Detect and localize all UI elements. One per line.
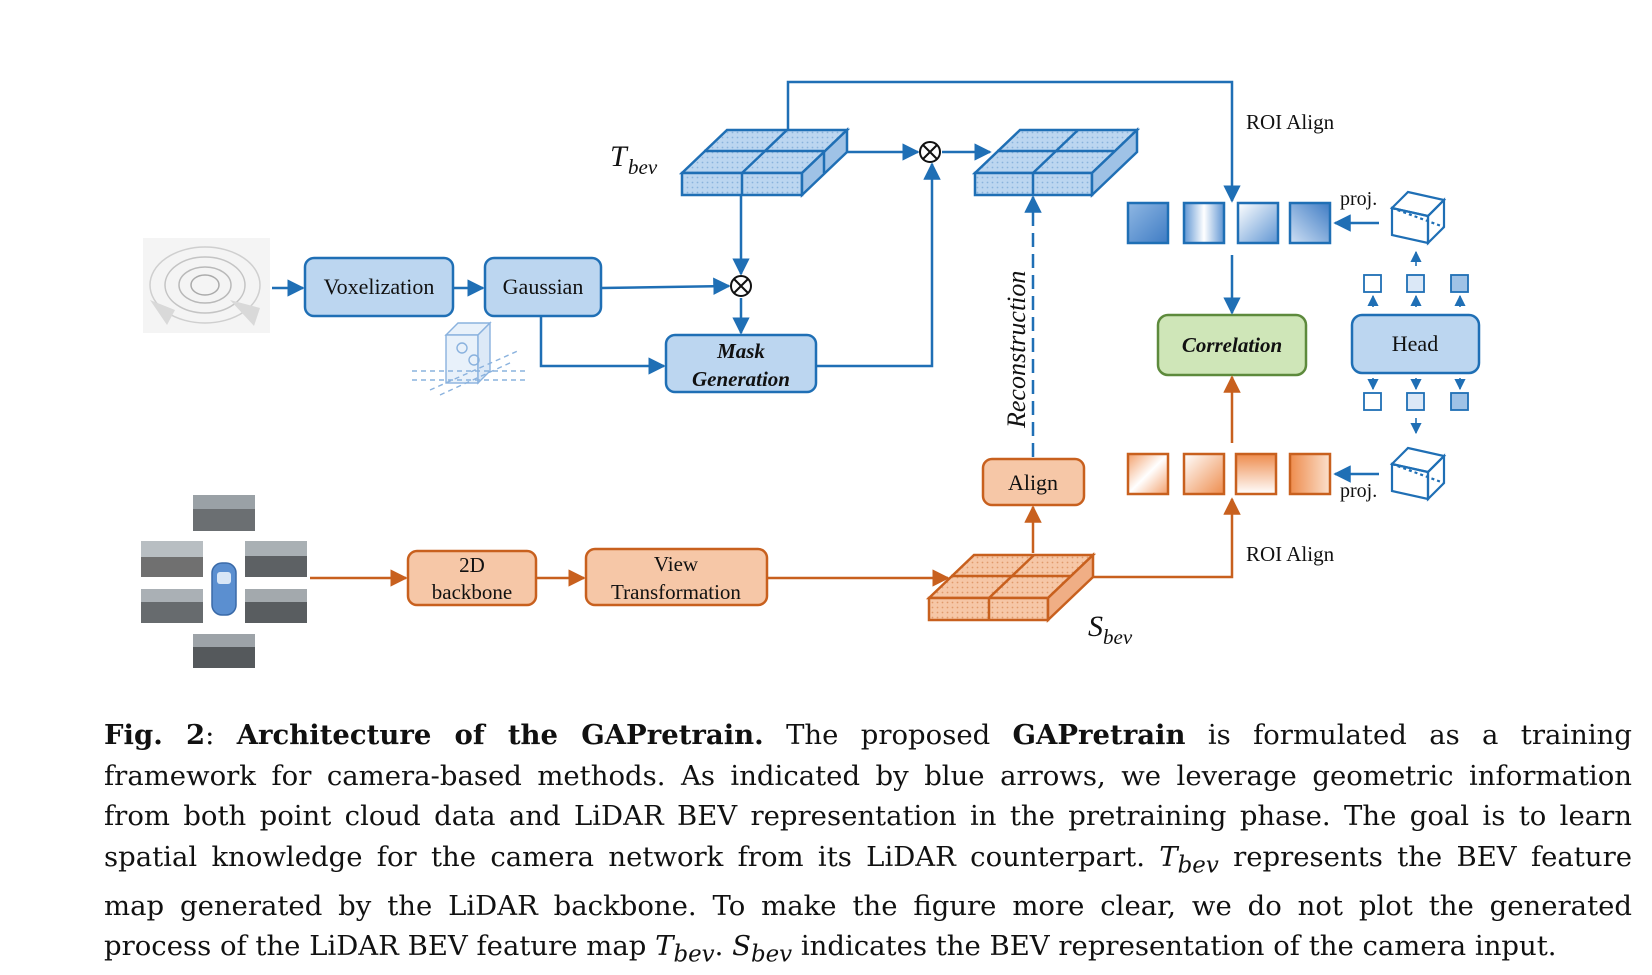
align-label: Align bbox=[1008, 470, 1058, 495]
figure-label: Fig. 2 bbox=[104, 719, 206, 751]
point-cloud-image bbox=[143, 238, 270, 333]
s-bev-label: S bbox=[1088, 610, 1103, 643]
head-query-squares bbox=[1363, 274, 1469, 411]
view-transformation-label-2: Transformation bbox=[611, 580, 741, 604]
masked-bev-feature-block bbox=[971, 127, 1141, 198]
roi-align-bottom-label: ROI Align bbox=[1246, 542, 1335, 566]
t-bev-feature-block bbox=[678, 127, 851, 198]
caption-line-5: map generated by the LiDAR backbone. To … bbox=[104, 889, 1632, 922]
t-bev-subscript: bev bbox=[628, 155, 658, 179]
mask-generation-node: Mask Generation bbox=[664, 333, 818, 394]
mask-generation-label-1: Mask bbox=[716, 339, 765, 363]
architecture-diagram: Voxelization Gaussian Mask Generation Co… bbox=[141, 80, 1481, 668]
caption-line-3: from both point cloud data and LiDAR BEV… bbox=[104, 800, 1632, 832]
camera-images bbox=[141, 495, 307, 668]
3d-box-icon-top bbox=[1389, 190, 1447, 246]
roi-align-top-label: ROI Align bbox=[1246, 110, 1335, 134]
reconstruction-label: Reconstruction bbox=[1002, 271, 1031, 429]
head-label: Head bbox=[1392, 331, 1438, 356]
s-bev-subscript: bev bbox=[1103, 625, 1133, 649]
proj-bottom-label: proj. bbox=[1340, 480, 1377, 502]
lidar-roi-features bbox=[1126, 201, 1332, 245]
caption-line-1: Fig. 2: Architecture of the GAPretrain. … bbox=[104, 719, 1632, 751]
3d-box-icon-bottom bbox=[1389, 446, 1447, 502]
correlation-node: Correlation bbox=[1156, 313, 1308, 377]
correlation-label: Correlation bbox=[1182, 333, 1282, 357]
voxelization-label: Voxelization bbox=[324, 274, 435, 299]
blue-arrows bbox=[272, 80, 1379, 483]
backbone-node: 2D backbone bbox=[406, 549, 538, 607]
camera-roi-features bbox=[1126, 452, 1332, 496]
caption-line-4: spatial knowledge for the camera network… bbox=[104, 840, 1632, 879]
s-bev-feature-block bbox=[925, 552, 1097, 623]
head-small-arrows bbox=[1367, 250, 1466, 435]
gaussian-voxel-icon bbox=[412, 321, 525, 396]
figure-title: Architecture of the GAPretrain. bbox=[236, 719, 764, 751]
head-node: Head bbox=[1350, 313, 1481, 375]
multiply-operator-top bbox=[919, 141, 941, 163]
voxelization-node: Voxelization bbox=[303, 256, 455, 318]
view-transformation-label-1: View bbox=[654, 552, 699, 576]
orange-arrows bbox=[310, 375, 1241, 587]
mask-generation-label-2: Generation bbox=[692, 367, 790, 391]
proj-top-label: proj. bbox=[1340, 188, 1377, 210]
backbone-label-2: backbone bbox=[432, 580, 512, 604]
t-bev-label: T bbox=[610, 140, 629, 173]
multiply-operator-bottom bbox=[730, 275, 752, 297]
gaussian-node: Gaussian bbox=[483, 256, 603, 318]
caption-line-6: process of the LiDAR BEV feature map Tbe… bbox=[104, 930, 1557, 968]
backbone-label-1: 2D bbox=[459, 553, 485, 577]
figure-caption: Fig. 2: Architecture of the GAPretrain. … bbox=[104, 715, 1632, 975]
caption-line-2: framework for camera-based methods. As i… bbox=[104, 759, 1632, 792]
gaussian-label: Gaussian bbox=[503, 274, 584, 299]
align-node: Align bbox=[981, 457, 1086, 507]
view-transformation-node: View Transformation bbox=[584, 547, 769, 607]
